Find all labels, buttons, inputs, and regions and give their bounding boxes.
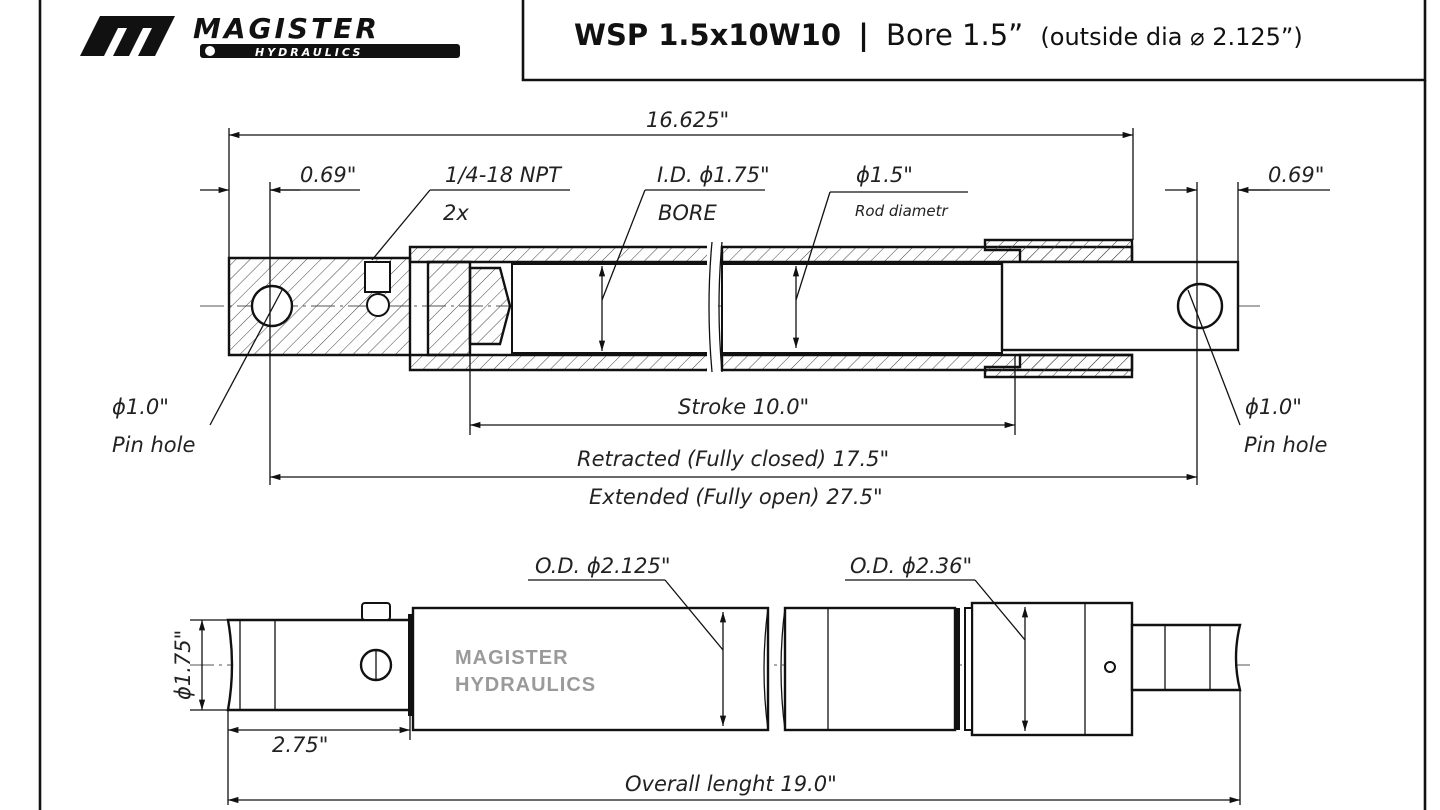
end-length: 2.75" <box>272 733 328 757</box>
magister-logo: MAGISTER HYDRAULICS <box>80 12 460 59</box>
overall-length: Overall lenght 19.0" <box>625 772 837 796</box>
title-separator: | <box>858 18 869 52</box>
left-pin-label: Pin hole <box>112 433 195 457</box>
right-pin-label: Pin hole <box>1244 433 1327 457</box>
rod-diameter: ϕ1.5" <box>856 163 913 187</box>
section-dimensions <box>200 128 1330 485</box>
inner-diameter: I.D. ϕ1.75" <box>657 163 770 187</box>
gland-outer-diameter: O.D. ϕ2.36" <box>850 554 972 578</box>
section-view <box>200 189 1260 379</box>
logo-subtext: HYDRAULICS <box>255 46 363 59</box>
drawing-frame <box>38 0 1427 810</box>
outside-diameter: (outside dia ⌀ 2.125”) <box>1040 23 1302 51</box>
left-pin-hole <box>250 284 294 328</box>
end-diameter: ϕ1.75" <box>171 630 195 700</box>
left-offset-dim: 0.69" <box>300 163 356 187</box>
right-pin-hole <box>1176 282 1224 330</box>
port-thread: 1/4-18 NPT <box>445 163 563 187</box>
bore-size: Bore 1.5” <box>886 18 1023 52</box>
model-number: WSP 1.5x10W10 <box>574 18 841 52</box>
stroke-length: Stroke 10.0" <box>678 395 809 419</box>
drawing-title: WSP 1.5x10W10 | Bore 1.5” (outside dia ⌀… <box>574 18 1303 52</box>
logo-text: MAGISTER <box>193 12 380 45</box>
port-count: 2x <box>443 201 469 225</box>
barrel-outer-diameter: O.D. ϕ2.125" <box>535 554 671 578</box>
bore-label: BORE <box>658 201 718 225</box>
extended-length: Extended (Fully open) 27.5" <box>589 485 883 509</box>
watermark-line1: MAGISTER <box>455 647 569 669</box>
overall-installed-length: 16.625" <box>646 108 729 132</box>
right-pin-diameter: ϕ1.0" <box>1245 395 1302 419</box>
rod-diameter-label: Rod diametr <box>855 202 948 220</box>
right-offset-dim: 0.69" <box>1268 163 1324 187</box>
outer-view <box>190 579 1250 805</box>
barrel <box>411 606 770 732</box>
left-pin-diameter: ϕ1.0" <box>112 395 169 419</box>
watermark-line2: HYDRAULICS <box>455 674 596 696</box>
retracted-length: Retracted (Fully closed) 17.5" <box>577 447 889 471</box>
